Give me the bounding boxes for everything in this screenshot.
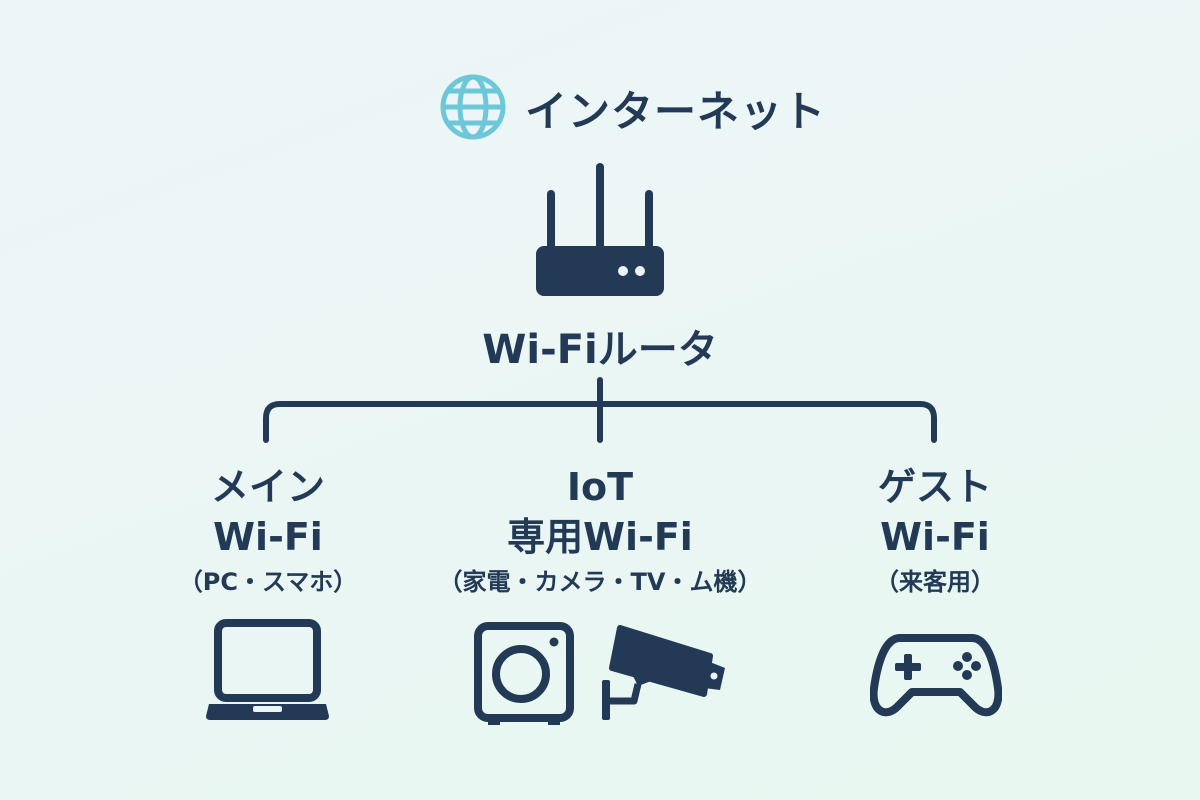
guest-wifi-subtitle: （来客用）: [875, 568, 995, 596]
router-icon: [536, 163, 664, 296]
guest-wifi-title-2: Wi-Fi: [880, 515, 990, 559]
globe-icon: [440, 74, 506, 140]
laptop-icon: [206, 619, 329, 720]
router-label: Wi-Fiルータ: [482, 327, 718, 373]
main-wifi-title-2: Wi-Fi: [213, 515, 323, 559]
main-wifi-group: メイン Wi-Fi （PC・スマホ）: [88, 462, 448, 600]
guest-wifi-group: ゲスト Wi-Fi （来客用）: [755, 462, 1115, 600]
security-camera-icon: [602, 625, 725, 720]
washing-machine-icon: [474, 622, 574, 725]
iot-wifi-group: IoT 専用Wi-Fi （家電・カメラ・TV・ム機）: [420, 462, 780, 600]
guest-wifi-title-1: ゲスト: [877, 465, 992, 509]
iot-wifi-title-2: 専用Wi-Fi: [507, 515, 693, 559]
internet-label: インターネット: [525, 87, 827, 136]
iot-wifi-title-1: IoT: [566, 465, 634, 509]
main-wifi-subtitle: （PC・スマホ）: [178, 568, 358, 596]
game-controller-icon: [870, 634, 1002, 717]
iot-wifi-subtitle: （家電・カメラ・TV・ム機）: [438, 568, 762, 596]
main-wifi-title-1: メイン: [210, 465, 325, 509]
